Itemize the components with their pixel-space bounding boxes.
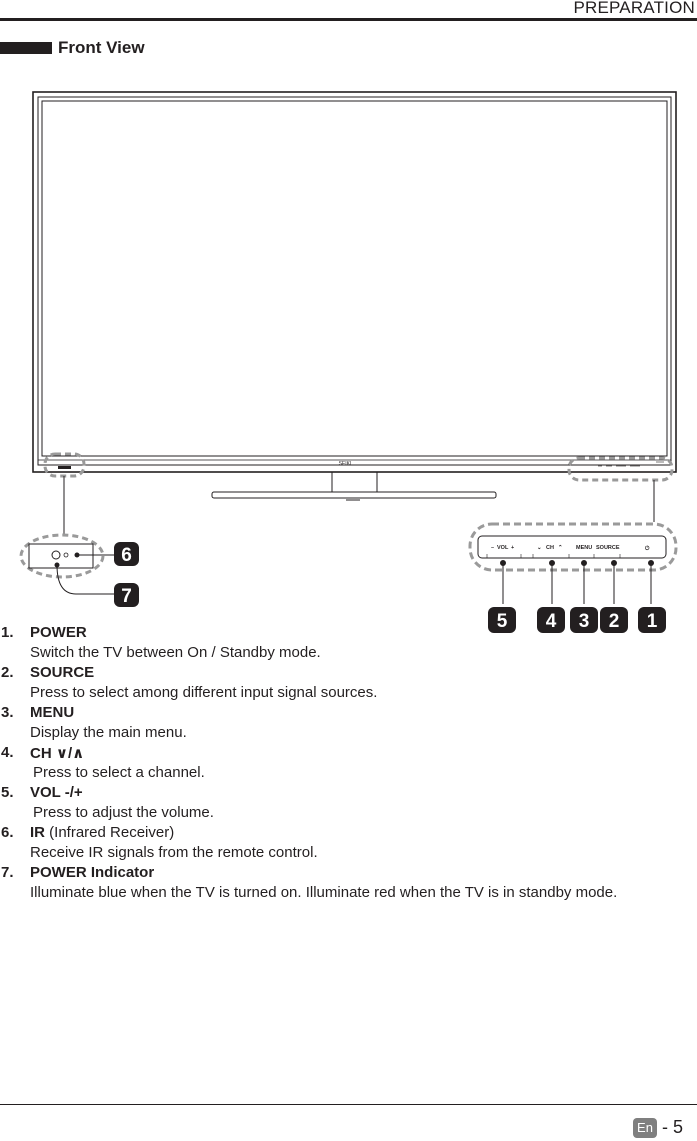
item-number: 6. (1, 824, 14, 841)
list-item: 2. SOURCE Press to select among differen… (0, 664, 697, 704)
item-description: Display the main menu. (30, 724, 187, 741)
tv-stand-neck (331, 472, 378, 493)
svg-text:7: 7 (121, 586, 132, 607)
callout-badge-3: 3 (570, 607, 598, 633)
vol-label: VOL (497, 545, 509, 551)
control-area-highlight (567, 456, 674, 482)
item-title-suffix: (Infrared Receiver) (49, 824, 175, 841)
callout-badge-5: 5 (488, 607, 516, 633)
item-number: 7. (1, 864, 14, 881)
item-title: IR (Infrared Receiver) (30, 824, 174, 841)
list-item: 5. VOL -/+ Press to adjust the volume. (0, 784, 697, 824)
item-title: CH ∨/∧ (30, 745, 85, 762)
callout-badge-1: 1 (638, 607, 666, 633)
item-title: VOL -/+ (30, 784, 83, 801)
item-description: Illuminate blue when the TV is turned on… (30, 884, 618, 901)
tv-screen (41, 100, 668, 457)
power-indicator-led (63, 552, 69, 558)
control-pointers (500, 560, 654, 604)
control-zoom-panel (477, 535, 667, 559)
ir-receiver-lens (51, 550, 61, 560)
svg-text:⏻: ⏻ (645, 545, 650, 552)
ch-label: CH (546, 545, 554, 551)
item-description: Receive IR signals from the remote contr… (30, 844, 318, 861)
source-label: SOURCE (596, 545, 620, 551)
list-item: 3. MENU Display the main menu. (0, 704, 697, 744)
tv-side-button-marks (598, 461, 664, 467)
callout-badge-2: 2 (600, 607, 628, 633)
svg-text:5: 5 (497, 611, 508, 632)
item-title: MENU (30, 704, 75, 721)
svg-text:–: – (491, 545, 494, 551)
svg-text:4: 4 (546, 611, 557, 632)
item-title: POWER Indicator (30, 864, 155, 881)
item-title: SOURCE (30, 664, 95, 681)
svg-text:6: 6 (121, 545, 132, 566)
footer-rule (0, 1104, 697, 1105)
list-item: 1. POWER Switch the TV between On / Stan… (0, 624, 697, 664)
ir-zoom-panel (28, 543, 94, 569)
svg-text:3: 3 (579, 611, 590, 632)
item-number: 3. (1, 704, 14, 721)
section-title: Front View (58, 38, 145, 57)
section-marker (0, 42, 52, 54)
item-description: Press to adjust the volume. (33, 804, 214, 821)
tv-front-view-diagram: SEIKI – VOL + ⌄ CH ⌃ MENU SOURCE ⏻ (19, 91, 678, 633)
header-rule (0, 18, 697, 21)
control-zoom-highlight (468, 522, 678, 572)
page-number: - 5 (662, 1117, 684, 1137)
tv-stand-base (211, 491, 497, 499)
item-title: POWER (30, 624, 87, 641)
page-header-title: PREPARATION (573, 0, 695, 17)
item-number: 4. (1, 744, 14, 761)
item-description: Press to select among different input si… (30, 684, 378, 701)
item-title-main: IR (30, 824, 45, 841)
tv-ir-window (58, 466, 71, 469)
language-badge: En (633, 1118, 657, 1138)
svg-text:2: 2 (609, 611, 620, 632)
item-number: 2. (1, 664, 14, 681)
callout-badge-4: 4 (537, 607, 565, 633)
callout-badge-6: 6 (114, 542, 139, 566)
ir-zoom-highlight (19, 533, 105, 579)
svg-text:⌄: ⌄ (537, 545, 542, 551)
svg-text:1: 1 (647, 611, 658, 632)
item-number: 1. (1, 624, 14, 641)
item-description: Press to select a channel. (33, 764, 205, 781)
svg-text:+: + (511, 545, 514, 551)
list-item: 4. CH ∨/∧ Press to select a channel. (0, 744, 697, 784)
item-number: 5. (1, 784, 14, 801)
list-item: 7. POWER Indicator Illuminate blue when … (0, 864, 697, 904)
feature-list: 1. POWER Switch the TV between On / Stan… (0, 624, 697, 904)
brand-logo: SEIKI (339, 461, 352, 467)
item-description: Switch the TV between On / Standby mode. (30, 644, 321, 661)
callout-badge-7: 7 (114, 583, 139, 607)
list-item: 6. IR (Infrared Receiver) Receive IR sig… (0, 824, 697, 864)
svg-text:⌃: ⌃ (558, 544, 563, 551)
menu-label: MENU (576, 545, 592, 551)
